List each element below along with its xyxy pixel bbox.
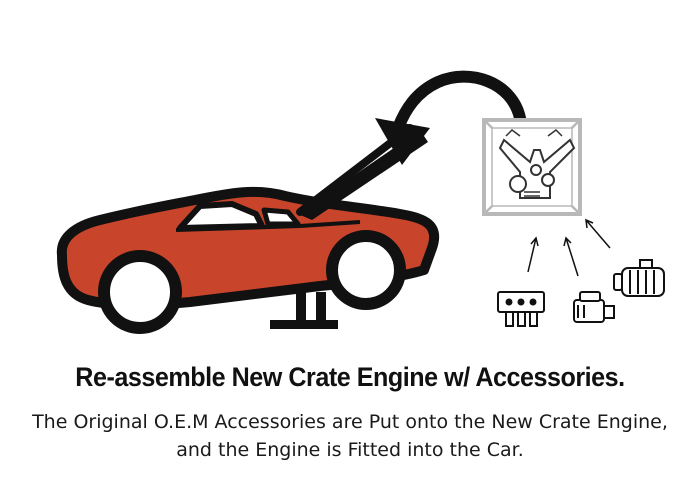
curved-arrow-icon: [375, 70, 526, 165]
page-heading: Re-assemble New Crate Engine w/ Accessor…: [75, 362, 625, 392]
car-icon: [56, 124, 440, 334]
alternator-icon: [613, 259, 665, 297]
illustration: [56, 70, 665, 334]
accessory-arrows: [527, 218, 611, 277]
lift-stand-icon: [270, 292, 338, 329]
crate-engine-icon: [482, 118, 582, 216]
starter-motor-icon: [573, 291, 615, 323]
description-text: The Original O.E.M Accessories are Put o…: [32, 411, 668, 461]
coil-pack-icon: [497, 291, 545, 327]
